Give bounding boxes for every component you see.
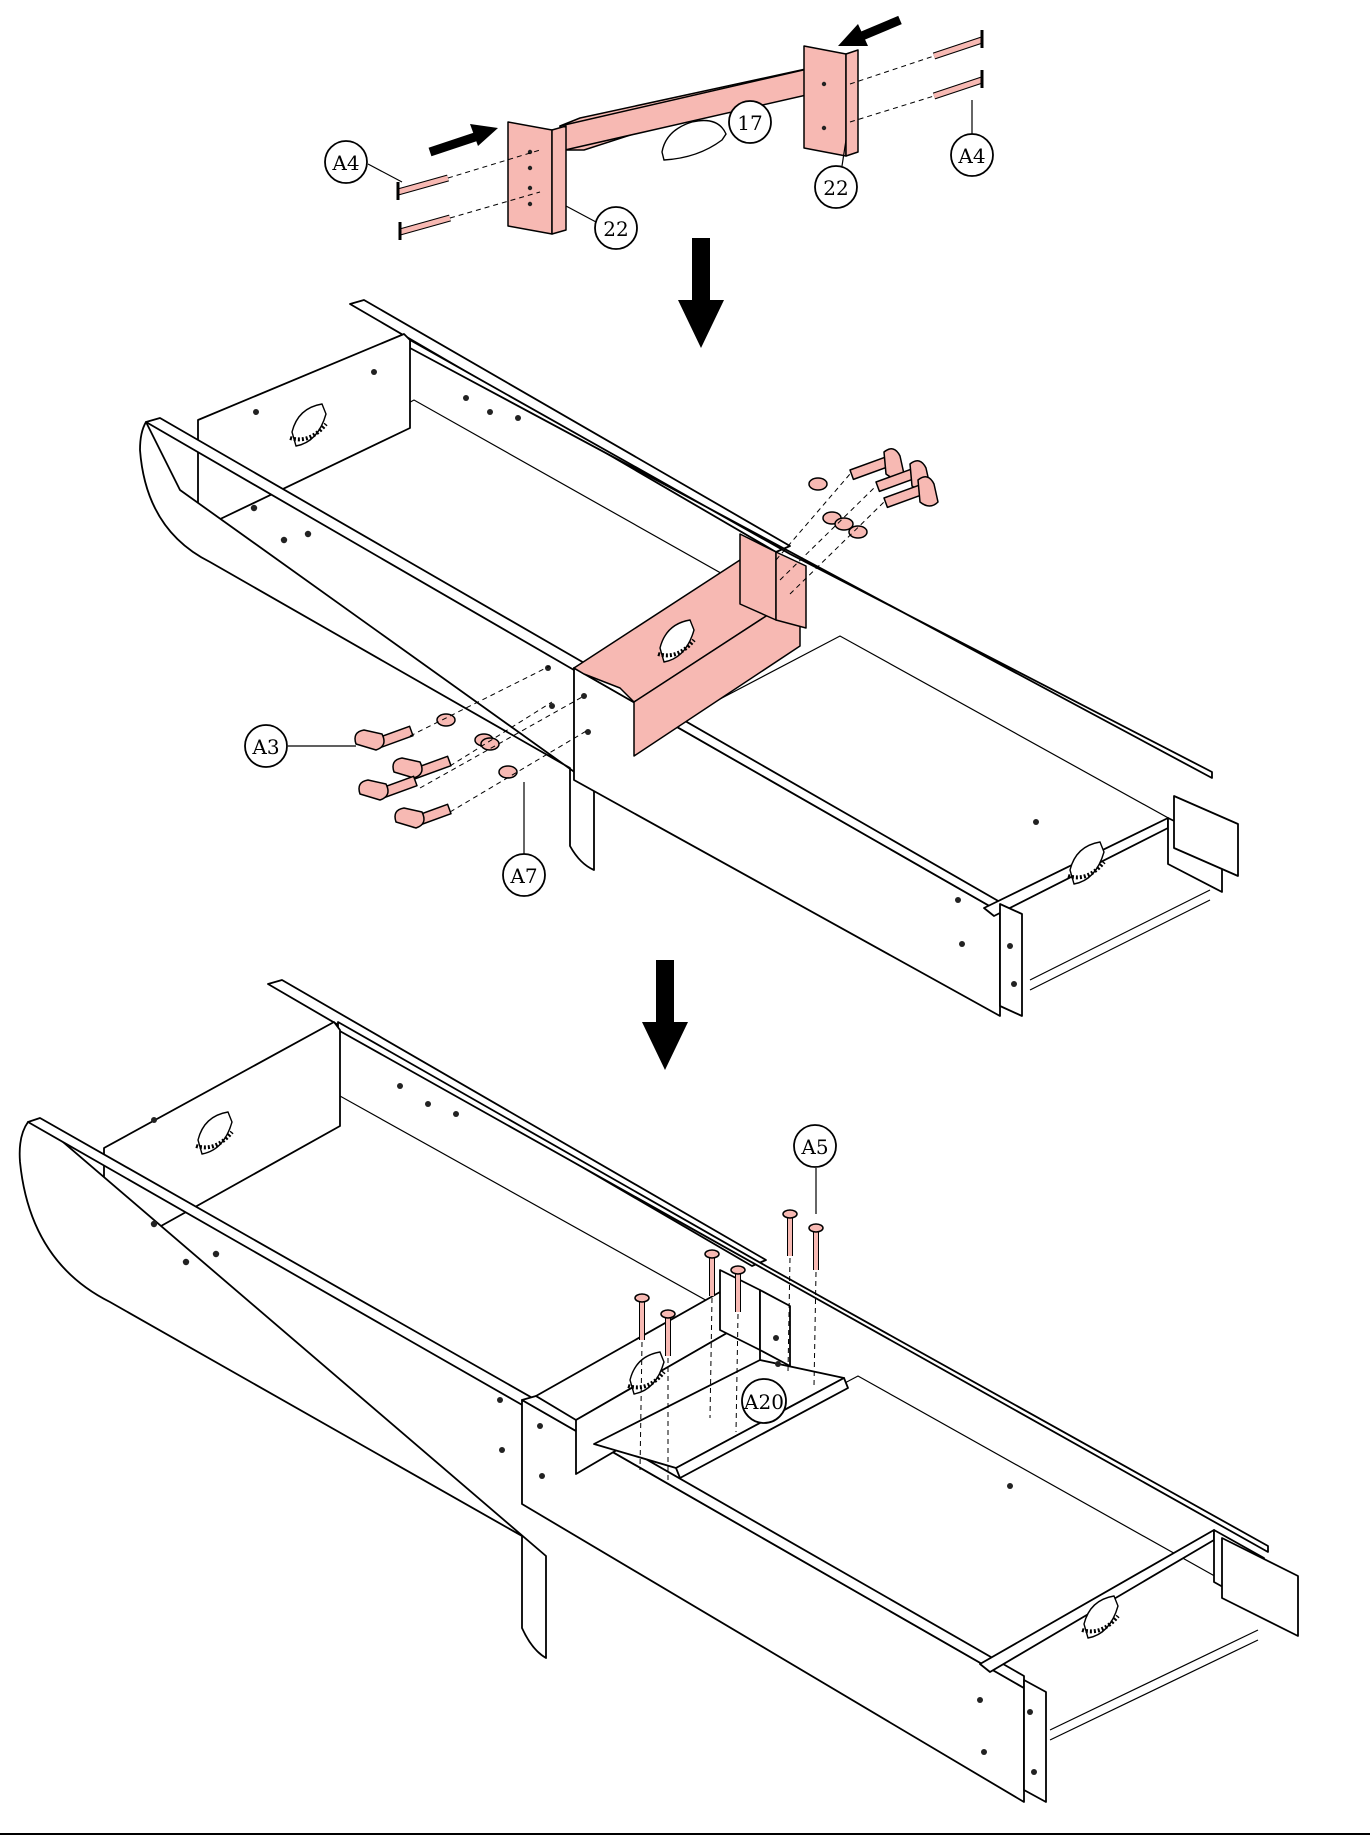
screw-A4: [400, 218, 450, 240]
callout-label: A5: [800, 1135, 828, 1159]
callout-label: 22: [603, 217, 628, 241]
push-arrow-icon: [430, 124, 498, 152]
callout-label: A7: [509, 864, 537, 888]
callout-A5: A5: [794, 1125, 836, 1214]
cleat-22-right: [804, 46, 846, 156]
washer-A7: [481, 738, 499, 750]
arrow-down-icon: [642, 960, 688, 1070]
callout-22-left: 22: [566, 206, 637, 249]
screw-A4: [934, 30, 982, 56]
cleat-22-left: [508, 122, 552, 234]
screw-A4: [398, 178, 448, 200]
push-arrow-icon: [838, 20, 900, 46]
callout-label: 22: [823, 176, 848, 200]
bolt-A3: [393, 756, 451, 779]
washer-A7: [499, 766, 517, 778]
callout-A3: A3: [245, 725, 356, 767]
divider-subassembly: [398, 20, 982, 240]
washer-A7: [437, 714, 455, 726]
drawer-frame-step2: [140, 300, 1238, 1016]
bolts-A3-left: [355, 666, 588, 828]
screw-A5: [705, 1250, 719, 1296]
bolt-A3: [359, 776, 417, 800]
callout-label: A4: [331, 151, 359, 175]
callout-A4-left: A4: [325, 141, 402, 183]
bolt-A3: [355, 726, 413, 750]
callout-A20: A20: [742, 1379, 786, 1423]
callout-label: A4: [957, 144, 985, 168]
screw-A4: [934, 70, 982, 96]
callout-17: 17: [729, 101, 771, 143]
callout-label: A3: [251, 735, 279, 759]
callout-A4-right: A4: [951, 100, 993, 176]
washer-A7: [809, 478, 827, 490]
screw-A5: [809, 1224, 823, 1270]
callout-label: A20: [743, 1390, 784, 1414]
drawer-frame-step3: [20, 980, 1298, 1802]
callout-A7: A7: [503, 782, 545, 896]
arrow-down-icon: [678, 238, 724, 348]
callout-label: 17: [737, 111, 762, 135]
screw-A5: [783, 1210, 797, 1256]
bolt-A3: [395, 804, 451, 828]
